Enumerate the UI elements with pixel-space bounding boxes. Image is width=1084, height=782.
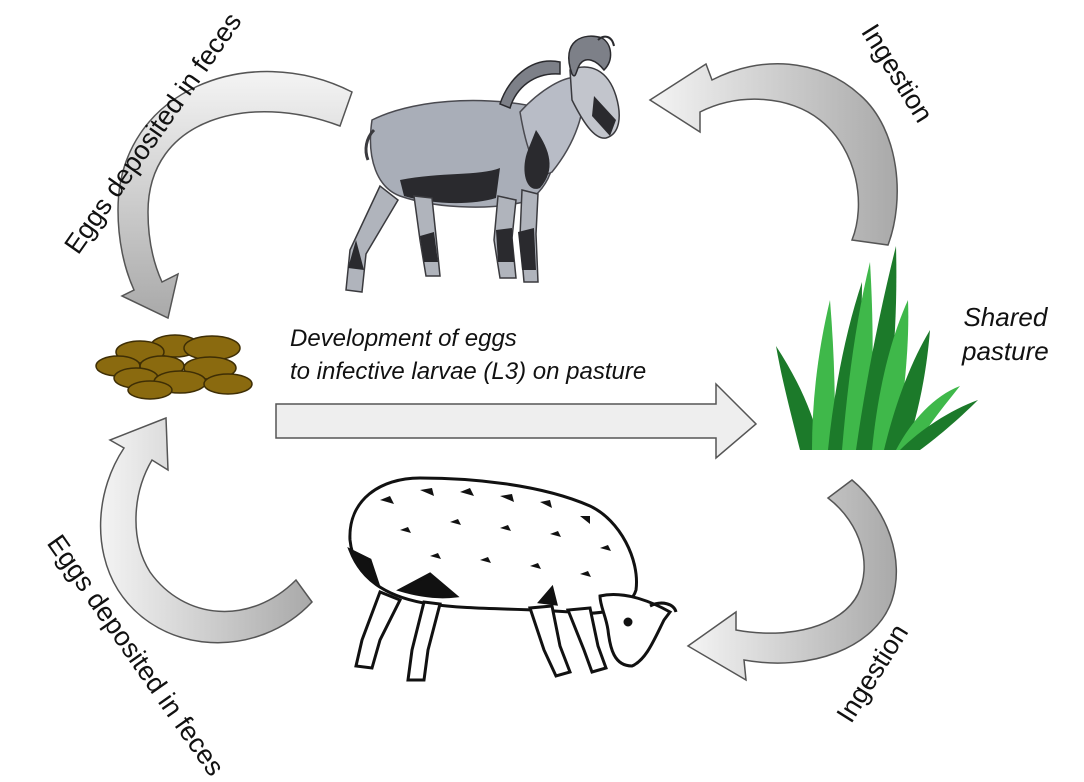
label-shared-line2: pasture — [962, 336, 1049, 366]
feces-pellets — [95, 334, 253, 400]
arrow-eggs-top — [117, 70, 353, 320]
arrow-eggs-bottom — [99, 416, 313, 644]
arrow-ingestion-top — [648, 62, 898, 246]
label-development-line1: Development of eggs — [290, 325, 517, 352]
sheep-illustration — [347, 476, 678, 682]
grass-illustration — [776, 246, 978, 450]
ram-illustration — [345, 35, 620, 293]
arrow-ingestion-bottom — [686, 479, 898, 682]
label-shared-pasture: Shared pasture — [962, 300, 1049, 368]
label-development: Development of eggs to infective larvae … — [290, 322, 646, 388]
label-development-line2: to infective larvae (L3) on pasture — [290, 358, 647, 385]
arrow-development — [275, 382, 758, 460]
label-shared-line1: Shared — [963, 302, 1048, 332]
